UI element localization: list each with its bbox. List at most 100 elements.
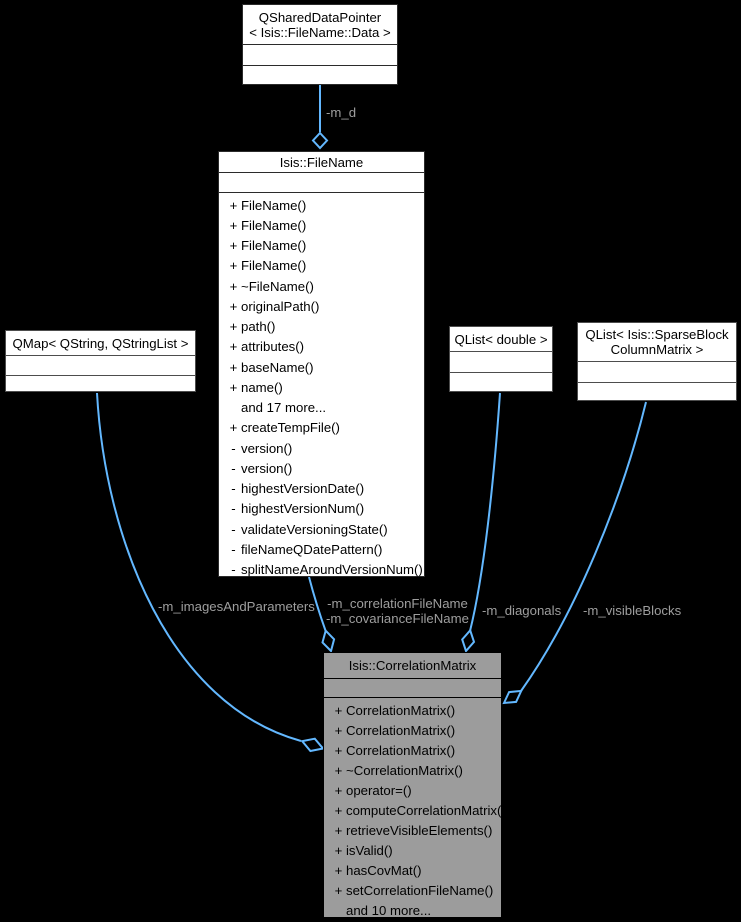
member-row: + ~FileName(): [226, 276, 424, 296]
member-name: setCorrelationFileName(): [346, 883, 494, 899]
member-name: originalPath(): [241, 298, 320, 314]
class-node-isis-filename[interactable]: Isis::FileName + FileName() + FileName()…: [218, 151, 425, 577]
class-title: Isis::CorrelationMatrix: [324, 653, 501, 679]
class-title-line: Isis::CorrelationMatrix: [348, 658, 477, 673]
member-name: FileName(): [241, 238, 307, 254]
edge-m-correlation-covariance-file-name: [308, 576, 327, 633]
member-row: - highestVersionDate(): [226, 479, 424, 499]
member-row: + name(): [226, 377, 424, 397]
member-visibility: +: [334, 742, 343, 758]
member-row: - highestVersionNum(): [226, 499, 424, 519]
member-row: + FileName(): [226, 215, 424, 235]
edge-label-line: -m_correlationFileName: [327, 596, 468, 611]
member-row: + originalPath(): [226, 296, 424, 316]
class-title: QList< double >: [450, 327, 552, 352]
member-name: highestVersionDate(): [241, 481, 365, 497]
member-row: and 17 more...: [226, 398, 424, 418]
member-name: fileNameQDatePattern(): [241, 541, 383, 557]
member-row: + retrieveVisibleElements(): [331, 821, 501, 841]
class-title: QList< Isis::SparseBlock ColumnMatrix >: [578, 323, 736, 362]
member-row: - fileNameQDatePattern(): [226, 539, 424, 559]
member-visibility: +: [229, 238, 238, 254]
class-title: QMap< QString, QStringList >: [6, 331, 195, 356]
diamond-m-correlation-covariance-file-name: [321, 628, 336, 653]
class-title-line: QSharedDataPointer: [258, 9, 382, 25]
member-name: baseName(): [241, 359, 314, 375]
member-row: + FileName(): [226, 195, 424, 215]
edge-m-images-and-parameters: [96, 392, 302, 742]
member-visibility: +: [229, 359, 238, 375]
class-title-line: QMap< QString, QStringList >: [12, 335, 189, 351]
member-visibility: +: [334, 782, 343, 798]
edge-m-visible-blocks: [520, 401, 647, 692]
member-visibility: -: [231, 521, 236, 537]
class-title-line: < Isis::FileName::Data >: [249, 24, 391, 40]
member-name: attributes(): [241, 339, 305, 355]
member-row: + setCorrelationFileName(): [331, 881, 501, 901]
attributes-compartment: [6, 356, 195, 376]
member-visibility: -: [231, 541, 236, 557]
class-title-line: QList< Isis::SparseBlock: [585, 327, 729, 342]
member-visibility: +: [229, 217, 238, 233]
member-row: + baseName(): [226, 357, 424, 377]
methods-compartment: [578, 383, 736, 400]
class-title-line: ColumnMatrix >: [610, 342, 704, 357]
member-visibility: +: [334, 803, 343, 819]
methods-compartment: [6, 376, 195, 391]
edge-label-line: -m_covarianceFileName: [326, 610, 469, 626]
class-node-qmap[interactable]: QMap< QString, QStringList >: [5, 330, 196, 392]
class-title-line: Isis::FileName: [279, 154, 364, 170]
member-name: ~CorrelationMatrix(): [346, 762, 463, 778]
member-visibility: +: [229, 379, 238, 395]
methods-compartment: [450, 373, 552, 391]
methods-compartment: [243, 66, 397, 84]
member-row: and 10 more...: [331, 901, 501, 921]
member-row: + CorrelationMatrix(): [331, 720, 501, 740]
member-visibility: -: [231, 440, 236, 456]
diamond-m-visible-blocks: [502, 689, 523, 705]
correlationmatrix-member-list: + CorrelationMatrix() + CorrelationMatri…: [324, 698, 506, 921]
member-row: + ~CorrelationMatrix(): [331, 760, 501, 780]
member-name: FileName(): [241, 217, 307, 233]
member-name: computeCorrelationMatrix(): [346, 803, 506, 819]
class-node-qlist-sparseblockcolumnmatrix[interactable]: QList< Isis::SparseBlock ColumnMatrix >: [577, 322, 737, 401]
class-node-isis-correlationmatrix[interactable]: Isis::CorrelationMatrix + CorrelationMat…: [323, 652, 506, 921]
member-visibility: +: [229, 420, 238, 436]
member-row: + isValid(): [331, 841, 501, 861]
member-row: + path(): [226, 317, 424, 337]
class-node-qshareddatapointer[interactable]: QSharedDataPointer < Isis::FileName::Dat…: [242, 4, 398, 85]
member-name: FileName(): [241, 197, 307, 213]
diamond-m-images-and-parameters: [300, 737, 325, 753]
member-row: + CorrelationMatrix(): [331, 740, 501, 760]
member-row: - version(): [226, 458, 424, 478]
attributes-compartment: [450, 352, 552, 373]
member-visibility: +: [229, 278, 238, 294]
edge-label-m-correlation-covariance-file-name: -m_correlationFileName -m_covarianceFile…: [325, 596, 470, 626]
member-row: + attributes(): [226, 337, 424, 357]
edge-label-m-d: -m_d: [326, 105, 357, 120]
member-name: splitNameAroundVersionNum(): [241, 562, 423, 578]
member-name: version(): [241, 460, 293, 476]
member-row: + createTempFile(): [226, 418, 424, 438]
member-name: CorrelationMatrix(): [346, 742, 456, 758]
member-row: - validateVersioningState(): [226, 519, 424, 539]
edge-label-m-diagonals: -m_diagonals: [482, 603, 562, 618]
member-name: retrieveVisibleElements(): [346, 823, 493, 839]
attributes-compartment: [219, 173, 424, 193]
filename-member-list: + FileName() + FileName() + FileName() +…: [219, 193, 424, 580]
member-row: + hasCovMat(): [331, 861, 501, 881]
class-node-qlist-double[interactable]: QList< double >: [449, 326, 553, 392]
member-visibility: +: [229, 319, 238, 335]
member-name: CorrelationMatrix(): [346, 722, 456, 738]
member-visibility: +: [334, 883, 343, 899]
member-name: name(): [241, 379, 283, 395]
member-name: CorrelationMatrix(): [346, 702, 456, 718]
member-visibility: +: [334, 702, 343, 718]
member-visibility: +: [334, 722, 343, 738]
member-name: FileName(): [241, 258, 307, 274]
member-name: and 17 more...: [241, 400, 327, 416]
attributes-compartment: [243, 45, 397, 66]
member-name: highestVersionNum(): [241, 501, 365, 517]
